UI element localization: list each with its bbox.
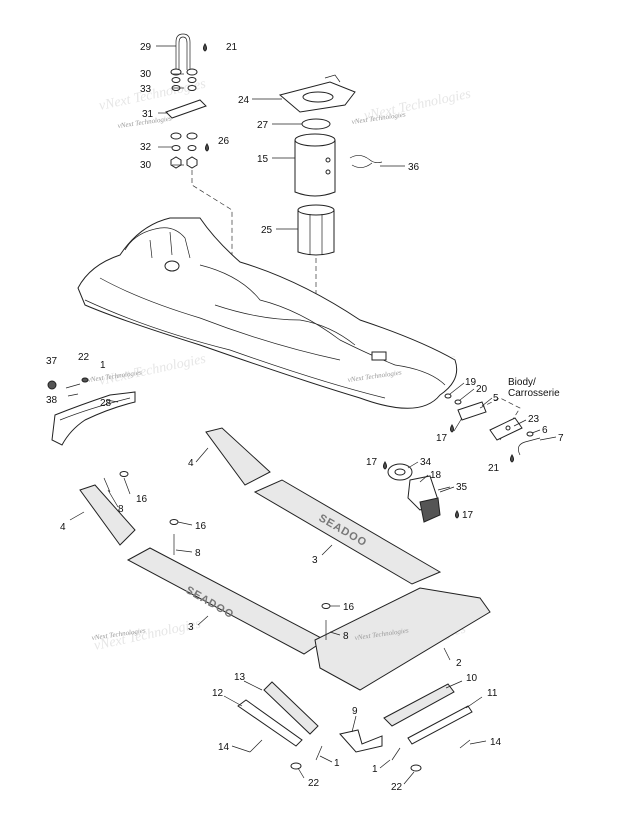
lubricant-drop-icon (450, 424, 454, 433)
callout-30-lower: 30 (140, 160, 152, 171)
callout-8-middle: 8 (195, 548, 201, 559)
callout-23: 23 (528, 414, 540, 425)
nut-washer-set-lower (170, 132, 198, 169)
callout-26: 26 (218, 136, 230, 147)
callout-11: 11 (487, 688, 498, 699)
callout-16-upper: 16 (136, 494, 148, 505)
callout-20: 20 (476, 384, 488, 395)
callout-28: 28 (100, 398, 112, 409)
callout-12: 12 (212, 688, 224, 699)
callout-3-right: 3 (312, 555, 318, 566)
rail-13 (263, 681, 319, 735)
mat-pad-4-lower (79, 484, 136, 546)
lubricant-drop-icon (455, 510, 459, 519)
callout-5: 5 (493, 393, 499, 404)
body-label-line2: Carrosserie (508, 388, 560, 399)
callout-19: 19 (465, 377, 477, 388)
rail-10 (383, 683, 455, 727)
callout-38: 38 (46, 395, 58, 406)
callout-1-bottom-right: 1 (372, 764, 378, 775)
callout-3-left: 3 (188, 622, 194, 633)
callout-17-lower: 17 (462, 510, 474, 521)
callout-4-upper: 4 (188, 458, 194, 469)
callout-36: 36 (408, 162, 420, 173)
watermark-bg-3: vNext Technologies (98, 352, 208, 389)
washer-20 (454, 399, 462, 405)
rear-bumper-assembly (47, 377, 136, 446)
mounting-plate (165, 99, 207, 119)
holder-cylinder (294, 139, 336, 197)
callout-22-bottom-left: 22 (308, 778, 320, 789)
drain-fitting-assembly (383, 461, 459, 523)
callout-34: 34 (420, 457, 432, 468)
callout-9: 9 (352, 706, 358, 717)
callout-4-lower: 4 (60, 522, 66, 533)
callout-7: 7 (558, 433, 564, 444)
callout-35: 35 (456, 482, 468, 493)
cap-22 (81, 377, 89, 383)
callout-17-right: 17 (436, 433, 448, 444)
fasteners (103, 471, 331, 640)
washer-6 (526, 431, 534, 437)
callout-1-left: 1 (100, 360, 106, 371)
callout-16-lower: 16 (343, 602, 355, 613)
callout-14-right: 14 (490, 737, 502, 748)
nut-washer-set-upper (170, 68, 198, 91)
leader-lines (67, 45, 557, 785)
callout-13: 13 (234, 672, 246, 683)
connector-9 (339, 729, 383, 753)
mat-pad-4-upper (205, 427, 271, 486)
callout-22-left: 22 (78, 352, 90, 363)
callout-30-upper: 30 (140, 69, 152, 80)
clamp-ring (301, 118, 331, 130)
callout-1-bottom-center: 1 (334, 758, 340, 769)
u-bolt (175, 33, 191, 70)
callout-6: 6 (542, 425, 548, 436)
callout-33: 33 (140, 84, 152, 95)
callout-15: 15 (257, 154, 269, 165)
right-hardware-assembly (444, 393, 541, 463)
lubricant-drop-icon (205, 143, 209, 152)
callout-numbers: 29 21 30 33 31 32 26 30 24 27 15 36 25 3… (46, 42, 564, 793)
callout-18: 18 (430, 470, 442, 481)
holder-clip (349, 155, 383, 168)
bumper-28 (51, 391, 136, 446)
watercraft-hull: vNext Technologies (77, 217, 458, 409)
mat-2-rear (314, 587, 491, 691)
callout-17-center: 17 (366, 457, 378, 468)
callout-8-upper: 8 (118, 504, 124, 515)
nut-37 (47, 380, 57, 390)
u-bolt-7 (518, 437, 541, 456)
callout-10: 10 (466, 673, 478, 684)
callout-37: 37 (46, 356, 58, 367)
callout-8-lower: 8 (343, 631, 349, 642)
u-bolt-bracket-assembly (165, 33, 233, 260)
callout-21-top: 21 (226, 42, 238, 53)
callout-25: 25 (261, 225, 273, 236)
callout-16-middle: 16 (195, 521, 207, 532)
callout-14-left: 14 (218, 742, 230, 753)
rail-12 (237, 699, 303, 747)
mat-3-right (253, 479, 442, 585)
callout-21-right: 21 (488, 463, 500, 474)
callout-32: 32 (140, 142, 152, 153)
callout-2: 2 (456, 658, 462, 669)
callout-31: 31 (142, 109, 154, 120)
lubricant-drop-icon (203, 43, 207, 52)
rail-11 (407, 705, 473, 745)
callout-24: 24 (238, 95, 250, 106)
lubricant-drop-icon (383, 461, 387, 470)
body-label-line1: Biody/ (508, 377, 536, 388)
storage-holder-assembly (278, 74, 383, 310)
bottom-rails (237, 681, 473, 772)
holder-sleeve (297, 209, 335, 256)
callout-27: 27 (257, 120, 269, 131)
bracket-plate-5 (457, 401, 487, 421)
callout-29: 29 (140, 42, 152, 53)
washer-19 (444, 393, 452, 399)
lubricant-drop-icon (510, 454, 514, 463)
callout-22-bottom-right: 22 (391, 782, 403, 793)
